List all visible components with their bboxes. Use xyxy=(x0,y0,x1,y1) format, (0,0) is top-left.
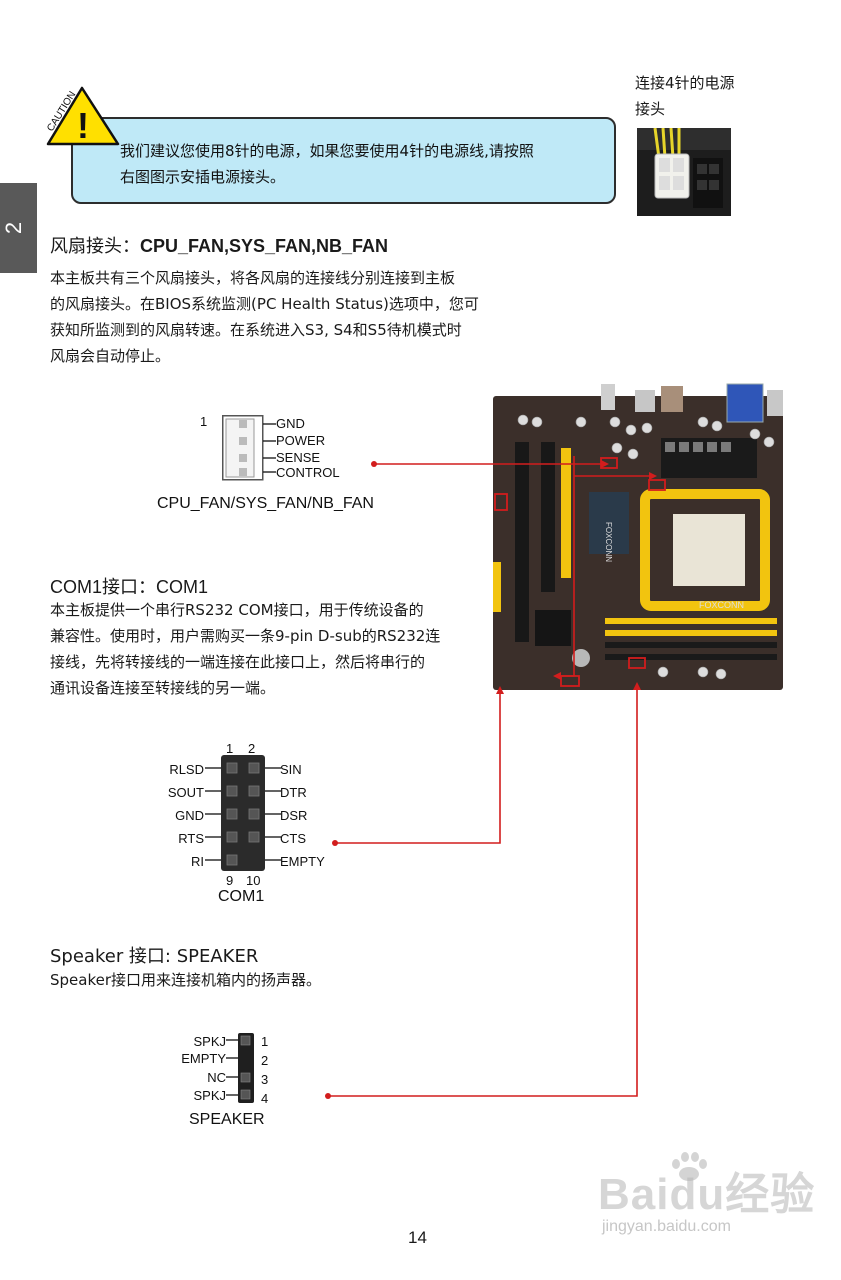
speaker-section-heading: Speaker 接口: SPEAKER xyxy=(50,946,259,967)
com-paragraph-line-1: 本主板提供一个串行RS232 COM接口，用于传统设备的 xyxy=(50,601,424,619)
com-paragraph-line-3: 接线，先将转接线的一端连接在此接口上，然后将串行的 xyxy=(50,653,426,671)
caution-line-1: 我们建议您使用8针的电源，如果您要使用4针的电源线,请按照 xyxy=(120,142,534,160)
caution-warning-icon: ! CAUTION xyxy=(45,86,120,146)
fan-section-heading: 风扇接头：CPU_FAN,SYS_FAN,NB_FAN xyxy=(50,232,388,258)
fan-paragraph-line-2: 的风扇接头。在BIOS系统监测(PC Health Status)选项中，您可 xyxy=(50,295,479,313)
fan-heading-en: CPU_FAN,SYS_FAN,NB_FAN xyxy=(140,236,389,256)
com-pin-2-number: 2 xyxy=(248,741,256,756)
watermark-url: jingyan.baidu.com xyxy=(602,1218,731,1235)
com-section-heading: COM1接口：COM1 xyxy=(50,577,209,597)
com-pin-empty: EMPTY xyxy=(280,854,325,869)
fan-paragraph-line-3: 获知所监测到的风扇转速。在系统进入S3, S4和S5待机模式时 xyxy=(50,321,462,339)
page-number: 14 xyxy=(408,1228,427,1247)
speaker-pin-number-4: 4 xyxy=(261,1091,269,1106)
speaker-connector-graphic xyxy=(226,1033,254,1103)
com-connector-graphic xyxy=(205,755,281,871)
com-connector-caption: COM1 xyxy=(218,888,265,905)
motherboard-brand-label: FOXCONN xyxy=(699,600,744,610)
power-caption-line-2: 接头 xyxy=(635,100,666,118)
com-pin-sin: SIN xyxy=(280,762,302,777)
com-paragraph-line-4: 通讯设备连接至转接线的另一端。 xyxy=(50,679,276,697)
fan-paragraph-line-4: 风扇会自动停止。 xyxy=(50,347,171,365)
speaker-pin-nc: NC xyxy=(207,1070,226,1085)
chapter-tab: 2 xyxy=(0,183,37,273)
com-pin-gnd: GND xyxy=(175,808,204,823)
motherboard-brand-chip: FOXCONN xyxy=(604,522,613,562)
speaker-pin-number-3: 3 xyxy=(261,1072,269,1087)
fan-paragraph-line-1: 本主板共有三个风扇接头，将各风扇的连接线分别连接到主板 xyxy=(50,269,456,287)
fan-pin-power: POWER xyxy=(276,433,326,448)
power-connector-photo xyxy=(637,128,731,216)
fan-section-paragraph: 本主板共有三个风扇接头，将各风扇的连接线分别连接到主板 的风扇接头。在BIOS系… xyxy=(50,265,520,369)
com-pin-rlsd: RLSD xyxy=(169,762,204,777)
caution-line-2: 右图图示安插电源接头。 xyxy=(120,168,286,186)
com-pin-dtr: DTR xyxy=(280,785,307,800)
com-pin-1-number: 1 xyxy=(226,741,234,756)
speaker-pin-spkj-1: SPKJ xyxy=(193,1034,226,1049)
fan-connector-graphic xyxy=(222,415,276,481)
power-photo-caption: 连接4针的电源 接头 xyxy=(635,70,775,122)
com-paragraph-line-2: 兼容性。使用时，用户需购买一条9-pin D-sub的RS232连 xyxy=(50,627,441,645)
speaker-pin-number-1: 1 xyxy=(261,1034,269,1049)
speaker-pin-spkj-4: SPKJ xyxy=(193,1088,226,1103)
caution-exclamation: ! xyxy=(77,105,89,146)
com-pin-cts: CTS xyxy=(280,831,306,846)
power-caption-line-1: 连接4针的电源 xyxy=(635,74,735,92)
speaker-section-paragraph: Speaker接口用来连接机箱内的扬声器。 xyxy=(50,971,322,989)
com-pin-10-number: 10 xyxy=(246,873,261,888)
watermark-logo: Baidu经验 xyxy=(598,1170,816,1219)
com-pin-sout: SOUT xyxy=(167,785,204,800)
speaker-pin-empty: EMPTY xyxy=(181,1051,226,1066)
paw-icon xyxy=(672,1152,707,1181)
com-pin-rts: RTS xyxy=(178,831,204,846)
fan-pin-sense: SENSE xyxy=(276,450,321,465)
com-section-paragraph: 本主板提供一个串行RS232 COM接口，用于传统设备的 兼容性。使用时，用户需… xyxy=(50,597,495,701)
com-pin-ri: RI xyxy=(191,854,204,869)
speaker-pin-number-2: 2 xyxy=(261,1053,269,1068)
fan-heading-cn: 风扇接头： xyxy=(50,236,140,257)
motherboard-illustration: FOXCONN FOXCONN xyxy=(493,383,783,690)
speaker-connector-caption: SPEAKER xyxy=(189,1111,265,1128)
fan-pin-gnd: GND xyxy=(276,416,305,431)
com-pin-9-number: 9 xyxy=(226,873,234,888)
fan-pin-control: CONTROL xyxy=(276,465,340,480)
caution-box xyxy=(71,117,616,204)
com-pin-dsr: DSR xyxy=(280,808,308,823)
caution-text: 我们建议您使用8针的电源，如果您要使用4针的电源线,请按照 右图图示安插电源接头… xyxy=(120,138,600,190)
fan-pin1-marker: 1 xyxy=(200,414,208,429)
fan-connector-caption: CPU_FAN/SYS_FAN/NB_FAN xyxy=(157,495,374,512)
